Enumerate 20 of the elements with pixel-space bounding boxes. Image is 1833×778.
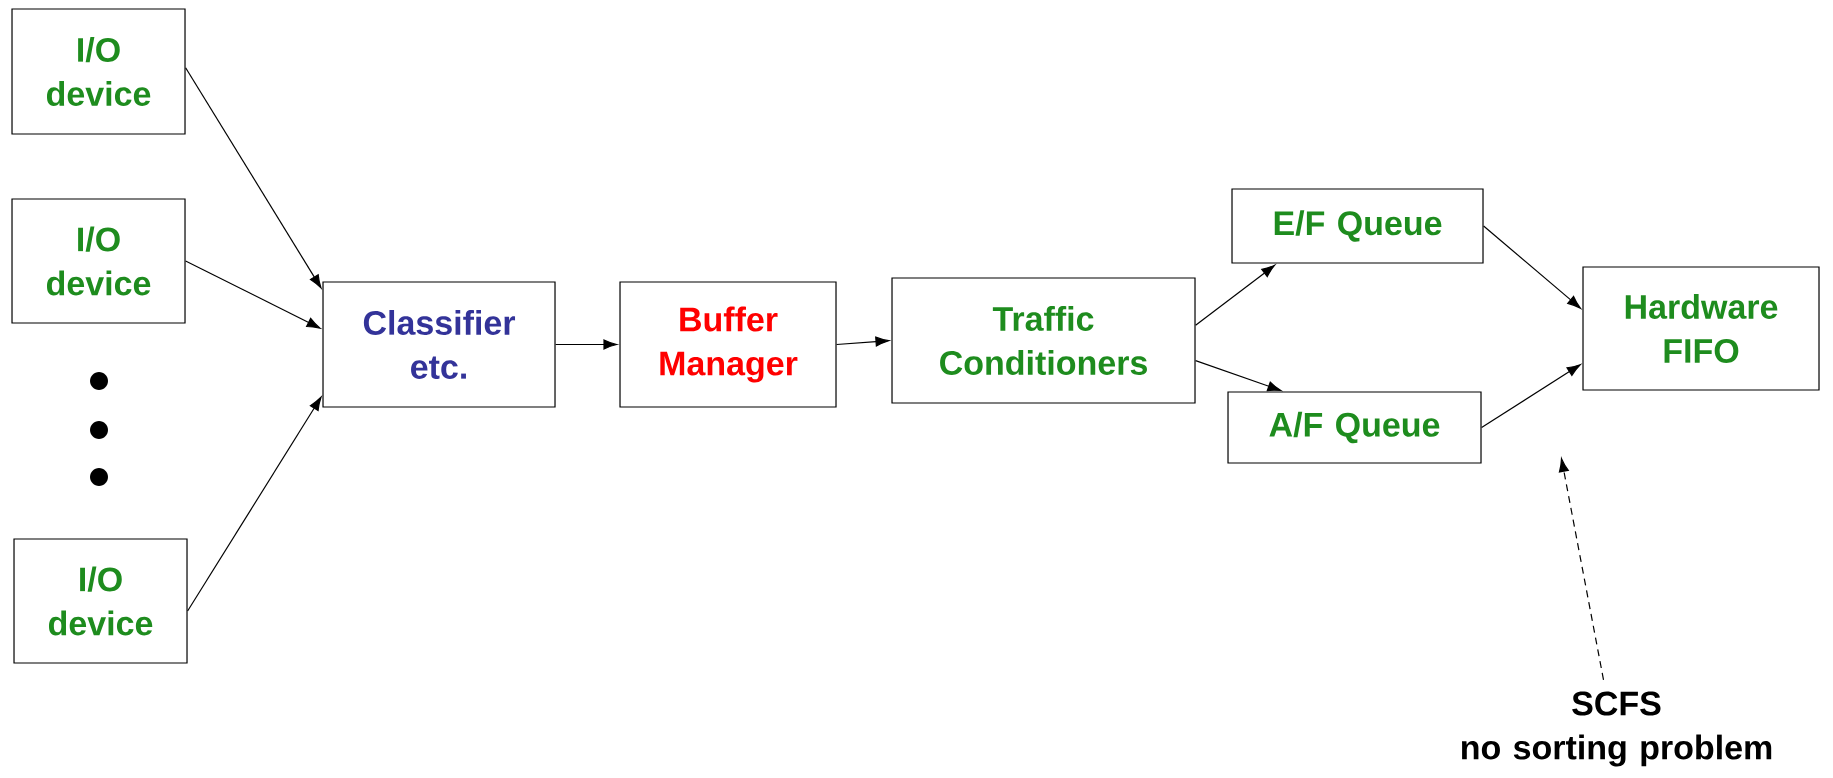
process-box: Traffic Conditioners [891, 277, 1196, 404]
arrow [555, 339, 618, 350]
arrow [1481, 364, 1581, 429]
arrow [836, 336, 890, 347]
arrow [187, 396, 322, 612]
device-box: I/O device [13, 538, 188, 664]
arrow [1195, 264, 1276, 326]
arrow [1483, 225, 1581, 309]
process-box: Buffer Manager [619, 281, 837, 408]
device-box: I/O device [11, 8, 186, 135]
device-box: I/O device [11, 198, 186, 324]
output-box: Hardware FIFO [1582, 266, 1820, 391]
note-text: SCFS no sorting problem [1462, 691, 1772, 767]
process-box: Classifier etc. [322, 281, 556, 408]
queue-box: E/F Queue [1231, 188, 1484, 264]
arrow [185, 260, 321, 329]
arrow [1558, 458, 1605, 681]
arrow [185, 67, 322, 289]
queue-box: A/F Queue [1227, 391, 1482, 464]
arrow [1195, 360, 1282, 392]
